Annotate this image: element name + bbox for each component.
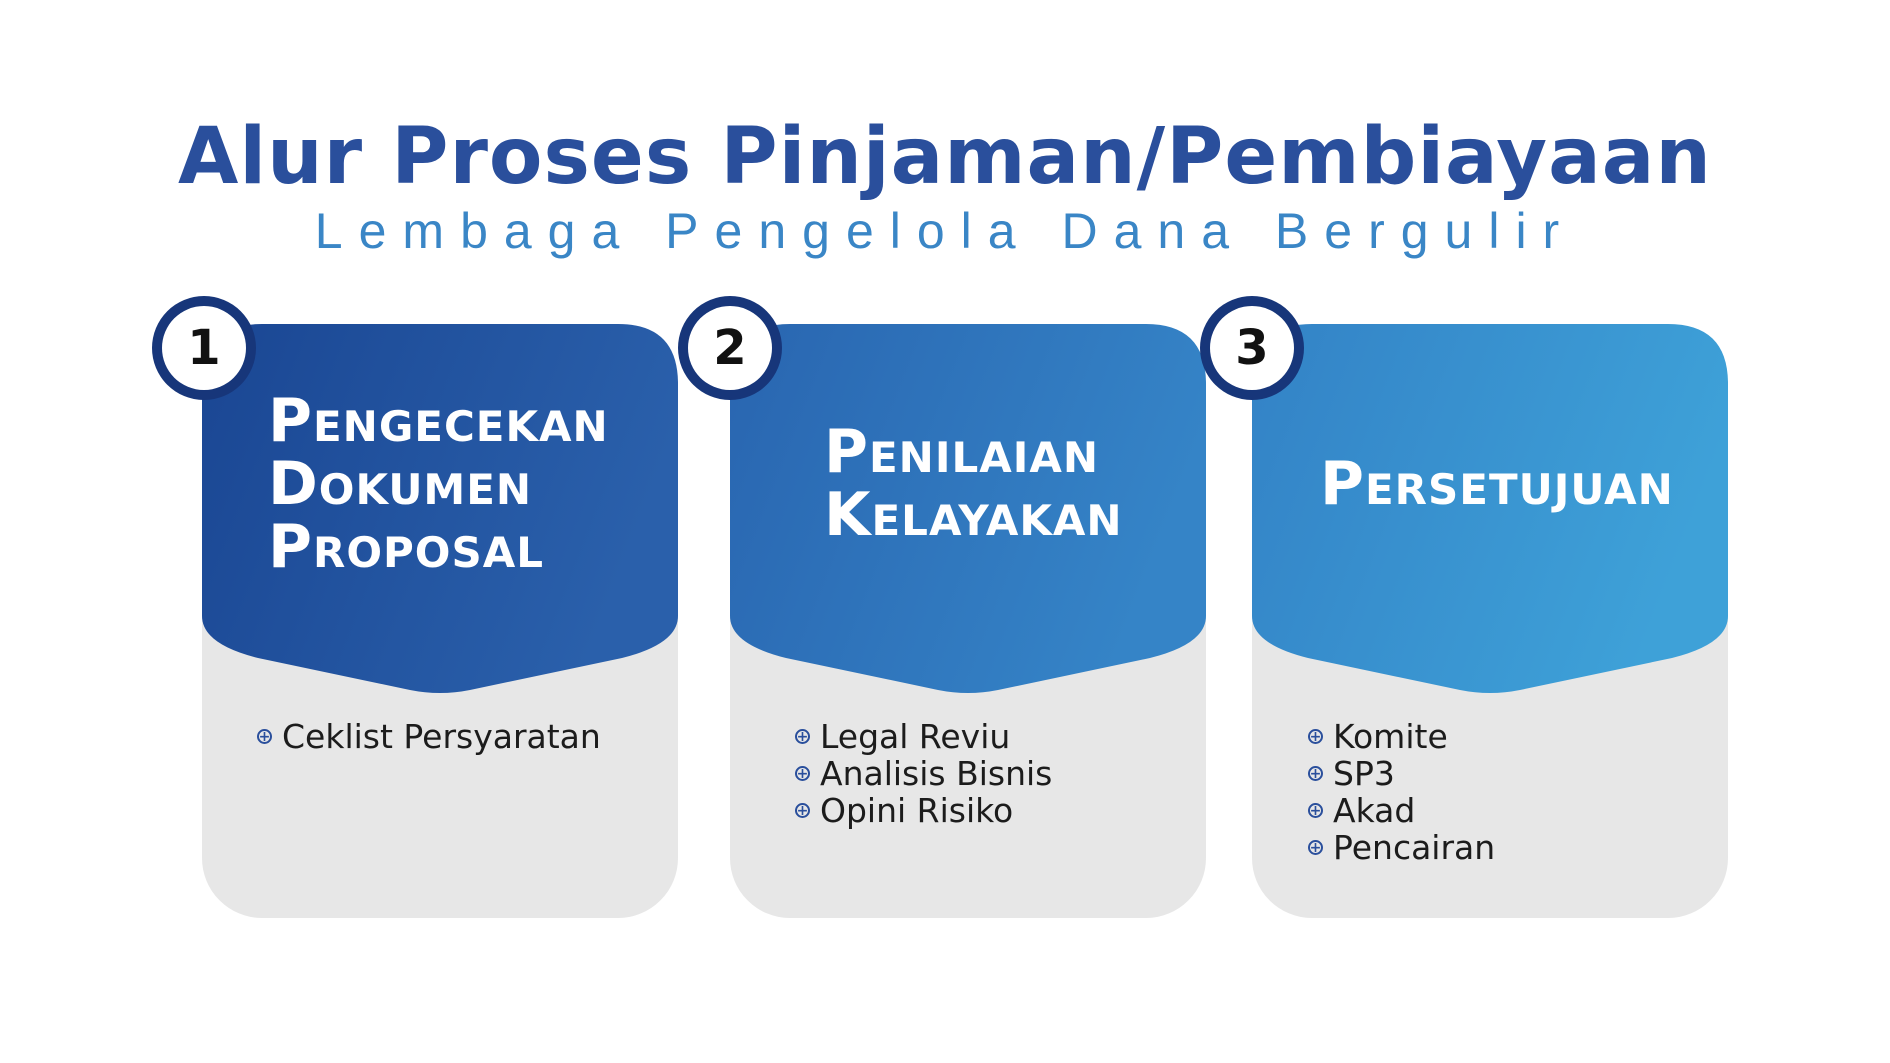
list-item-label: Akad [1333,791,1416,830]
page-title: Alur Proses Pinjaman/Pembiayaan [178,112,1712,202]
list-item-label: Ceklist Persyaratan [282,717,601,756]
step-header-shape [1252,324,1728,693]
list-item-label: Komite [1333,717,1448,756]
step-title: Pengecekan Dokumen Proposal [202,324,744,644]
list-item-label: Opini Risiko [820,791,1014,830]
step-title-line: Kelayakan [824,480,1123,550]
list-item: + Pencairan [1308,828,1784,867]
list-item-label: Legal Reviu [820,717,1011,756]
step-number: 2 [688,306,772,390]
step-items: + Ceklist Persyaratan [202,717,733,756]
step-items: + Komite + SP3 + Akad + Pencairan [1252,717,1784,867]
step-title-line: Persetujuan [1320,448,1674,519]
step-card-3: Persetujuan + Komite + SP3 + Akad + Penc… [1252,324,1728,918]
circle-plus-icon: + [1308,802,1323,819]
step-title: Penilaian Kelayakan [730,324,1300,644]
list-item-label: Analisis Bisnis [820,754,1053,793]
list-item: + Ceklist Persyaratan [257,717,733,756]
step-title-line: Penilaian [824,417,1099,487]
circle-plus-icon: + [795,765,810,782]
step-header-shape [202,324,678,693]
step-card-1: Pengecekan Dokumen Proposal + Ceklist Pe… [202,324,678,918]
step-card-2: Penilaian Kelayakan + Legal Reviu + Anal… [730,324,1206,918]
step-number: 1 [162,306,246,390]
list-item: + Komite [1308,717,1784,756]
step-title: Persetujuan [1252,324,1796,644]
list-item: + Akad [1308,791,1784,830]
step-number: 3 [1210,306,1294,390]
list-item: + SP3 [1308,754,1784,793]
circle-plus-icon: + [795,802,810,819]
circle-plus-icon: + [1308,728,1323,745]
step-header-shape [730,324,1206,693]
step-card-header: Pengecekan Dokumen Proposal [202,324,678,696]
step-title-line: Dokumen [268,448,533,519]
step-card-header: Penilaian Kelayakan [730,324,1206,696]
list-item: + Opini Risiko [795,791,1271,830]
step-card-header: Persetujuan [1252,324,1728,696]
list-item-label: SP3 [1333,754,1395,793]
step-title-line: Pengecekan [268,385,609,456]
list-item: + Legal Reviu [795,717,1271,756]
page-subtitle: Lembaga Pengelola Dana Bergulir [314,203,1576,259]
circle-plus-icon: + [257,728,272,745]
circle-plus-icon: + [1308,765,1323,782]
circle-plus-icon: + [795,728,810,745]
step-items: + Legal Reviu + Analisis Bisnis + Opini … [730,717,1271,830]
list-item-label: Pencairan [1333,828,1496,867]
circle-plus-icon: + [1308,839,1323,856]
list-item: + Analisis Bisnis [795,754,1271,793]
step-number-badge-3: 3 [1200,296,1304,400]
step-number-badge-2: 2 [678,296,782,400]
step-number-badge-1: 1 [152,296,256,400]
step-title-line: Proposal [268,511,545,582]
